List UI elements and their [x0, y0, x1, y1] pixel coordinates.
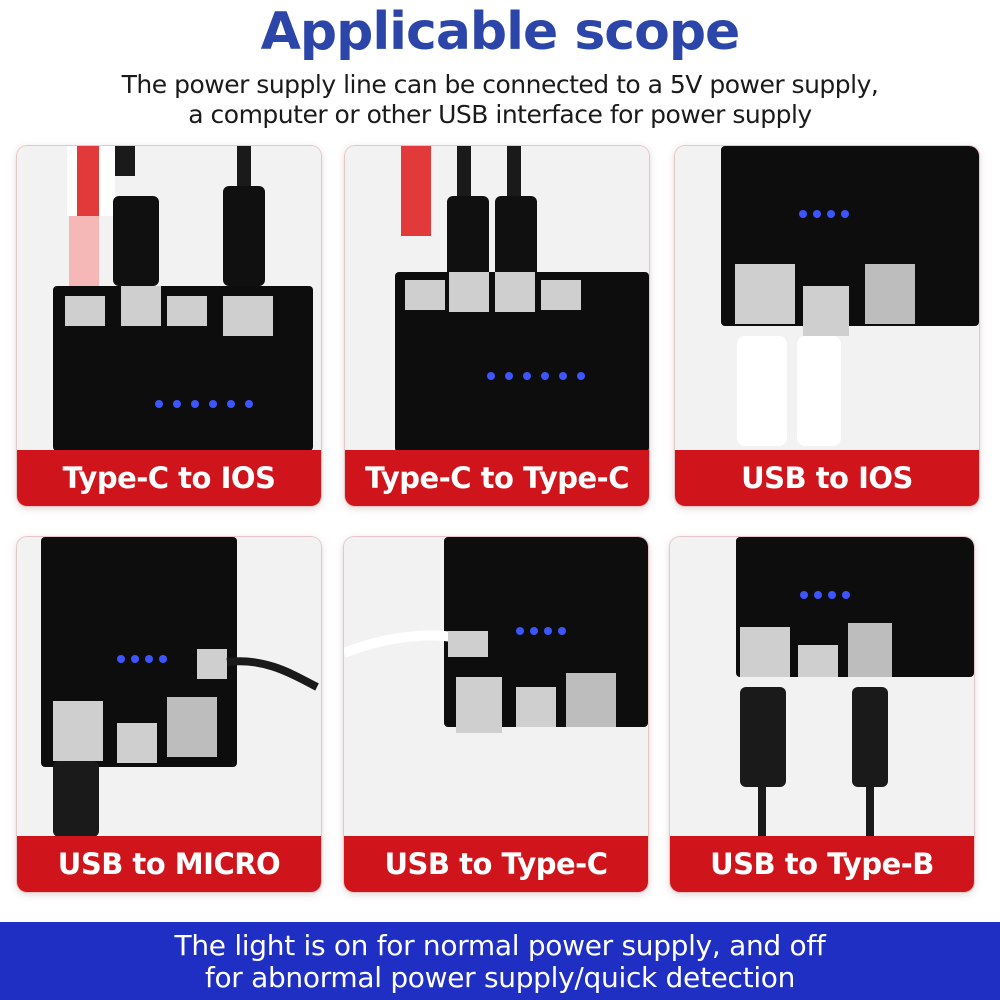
card-caption: USB to MICRO [17, 836, 321, 892]
board-photo [17, 146, 321, 450]
card-caption: USB to Type-B [670, 836, 974, 892]
board-photo [344, 537, 648, 837]
card-caption: USB to IOS [675, 450, 979, 506]
board-photo [345, 146, 649, 450]
footer-banner: The light is on for normal power supply,… [0, 922, 1000, 1000]
card-usb-to-ios: USB to IOS [675, 146, 979, 506]
subtitle-line-2: a computer or other USB interface for po… [188, 100, 812, 129]
card-usb-to-type-b: USB to Type-B [670, 537, 974, 892]
board-photo [670, 537, 974, 837]
card-type-c-to-type-c: Type-C to Type-C [345, 146, 649, 506]
card-caption: Type-C to Type-C [345, 450, 649, 506]
footer-line-2: for abnormal power supply/quick detectio… [204, 961, 796, 994]
board-photo [17, 537, 321, 837]
card-caption: Type-C to IOS [17, 450, 321, 506]
card-usb-to-micro: USB to MICRO [17, 537, 321, 892]
card-caption: USB to Type-C [344, 836, 648, 892]
card-type-c-to-ios: Type-C to IOS [17, 146, 321, 506]
page-subtitle: The power supply line can be connected t… [0, 70, 1000, 130]
page-title: Applicable scope [260, 2, 741, 62]
footer-line-1: The light is on for normal power supply,… [174, 929, 826, 962]
card-usb-to-type-c: USB to Type-C [344, 537, 648, 892]
subtitle-line-1: The power supply line can be connected t… [121, 70, 879, 99]
board-photo [675, 146, 979, 450]
